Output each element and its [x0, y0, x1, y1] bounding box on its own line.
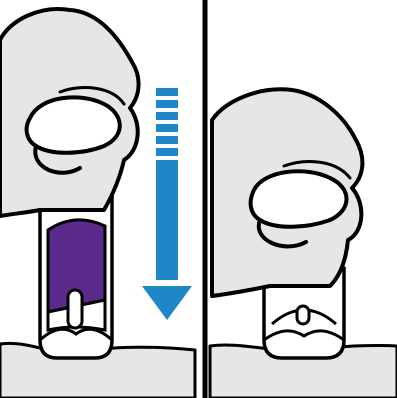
hand-icon — [0, 9, 139, 216]
down-arrow-icon — [142, 88, 192, 320]
panel-left — [0, 9, 195, 398]
autoinjector-icon — [40, 196, 112, 358]
hand-icon — [212, 89, 362, 296]
panel-right — [210, 89, 397, 398]
